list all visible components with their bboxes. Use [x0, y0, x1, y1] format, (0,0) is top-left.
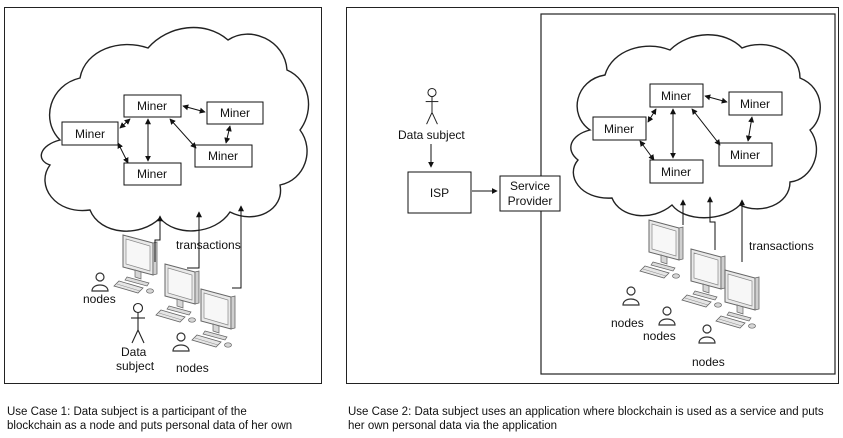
- miner-box: Miner: [61, 121, 119, 146]
- miner-box: Miner: [649, 159, 704, 184]
- stick-figure-icon: [425, 87, 439, 125]
- svg-text:Provider: Provider: [508, 194, 553, 208]
- stick-figure-icon: [130, 302, 146, 344]
- svg-text:Miner: Miner: [137, 99, 167, 113]
- data-subject-label: Data subject: [398, 128, 465, 142]
- node-computer: [155, 263, 200, 323]
- user-icon: [172, 332, 190, 352]
- svg-text:Miner: Miner: [137, 167, 167, 181]
- node-computer: [113, 234, 158, 294]
- nodes-label: nodes: [692, 355, 725, 369]
- svg-text:Miner: Miner: [661, 89, 691, 103]
- miner-box: Miner: [718, 142, 773, 167]
- svg-text:Miner: Miner: [661, 165, 691, 179]
- svg-text:Miner: Miner: [740, 97, 770, 111]
- transaction-arrows: [154, 205, 244, 289]
- miner-box: Miner: [206, 101, 264, 125]
- svg-text:Miner: Miner: [604, 122, 634, 136]
- peer-link-arrows: [639, 94, 755, 161]
- data-subject-label: subject: [116, 359, 155, 373]
- svg-text:ISP: ISP: [430, 186, 449, 200]
- miner-box: Miner: [592, 116, 647, 141]
- svg-text:Miner: Miner: [730, 148, 760, 162]
- caption-line: Use Case 1: Data subject is a participan…: [7, 406, 247, 418]
- caption-line: blockchain as a node and puts personal d…: [7, 420, 293, 432]
- caption-line: Use Case 2: Data subject uses an applica…: [348, 406, 824, 418]
- user-icon: [91, 272, 109, 292]
- peer-link-arrows: [117, 104, 232, 164]
- svg-text:Miner: Miner: [208, 149, 238, 163]
- nodes-label: nodes: [611, 316, 644, 330]
- nodes-label: nodes: [643, 329, 676, 343]
- svg-text:Service: Service: [510, 179, 550, 193]
- nodes-label: nodes: [176, 361, 209, 375]
- use-case-1-caption: Use Case 1: Data subject is a participan…: [7, 405, 327, 433]
- nodes-label: nodes: [83, 292, 116, 306]
- miner-box: Miner: [649, 83, 704, 108]
- miner-box: Miner: [123, 94, 182, 118]
- service-provider-box: Service Provider: [499, 175, 561, 212]
- transaction-arrows: [680, 196, 745, 262]
- miner-box: Miner: [123, 162, 182, 186]
- miner-box: Miner: [194, 144, 253, 168]
- miner-box: Miner: [728, 91, 783, 116]
- transactions-label: transactions: [749, 239, 814, 253]
- caption-line: her own personal data via the applicatio…: [348, 420, 558, 432]
- transactions-label: transactions: [176, 238, 241, 252]
- isp-box: ISP: [407, 171, 472, 214]
- svg-text:Miner: Miner: [220, 106, 250, 120]
- use-case-2-caption: Use Case 2: Data subject uses an applica…: [348, 405, 843, 433]
- data-subject-label: Data: [121, 345, 147, 359]
- svg-text:Miner: Miner: [75, 127, 105, 141]
